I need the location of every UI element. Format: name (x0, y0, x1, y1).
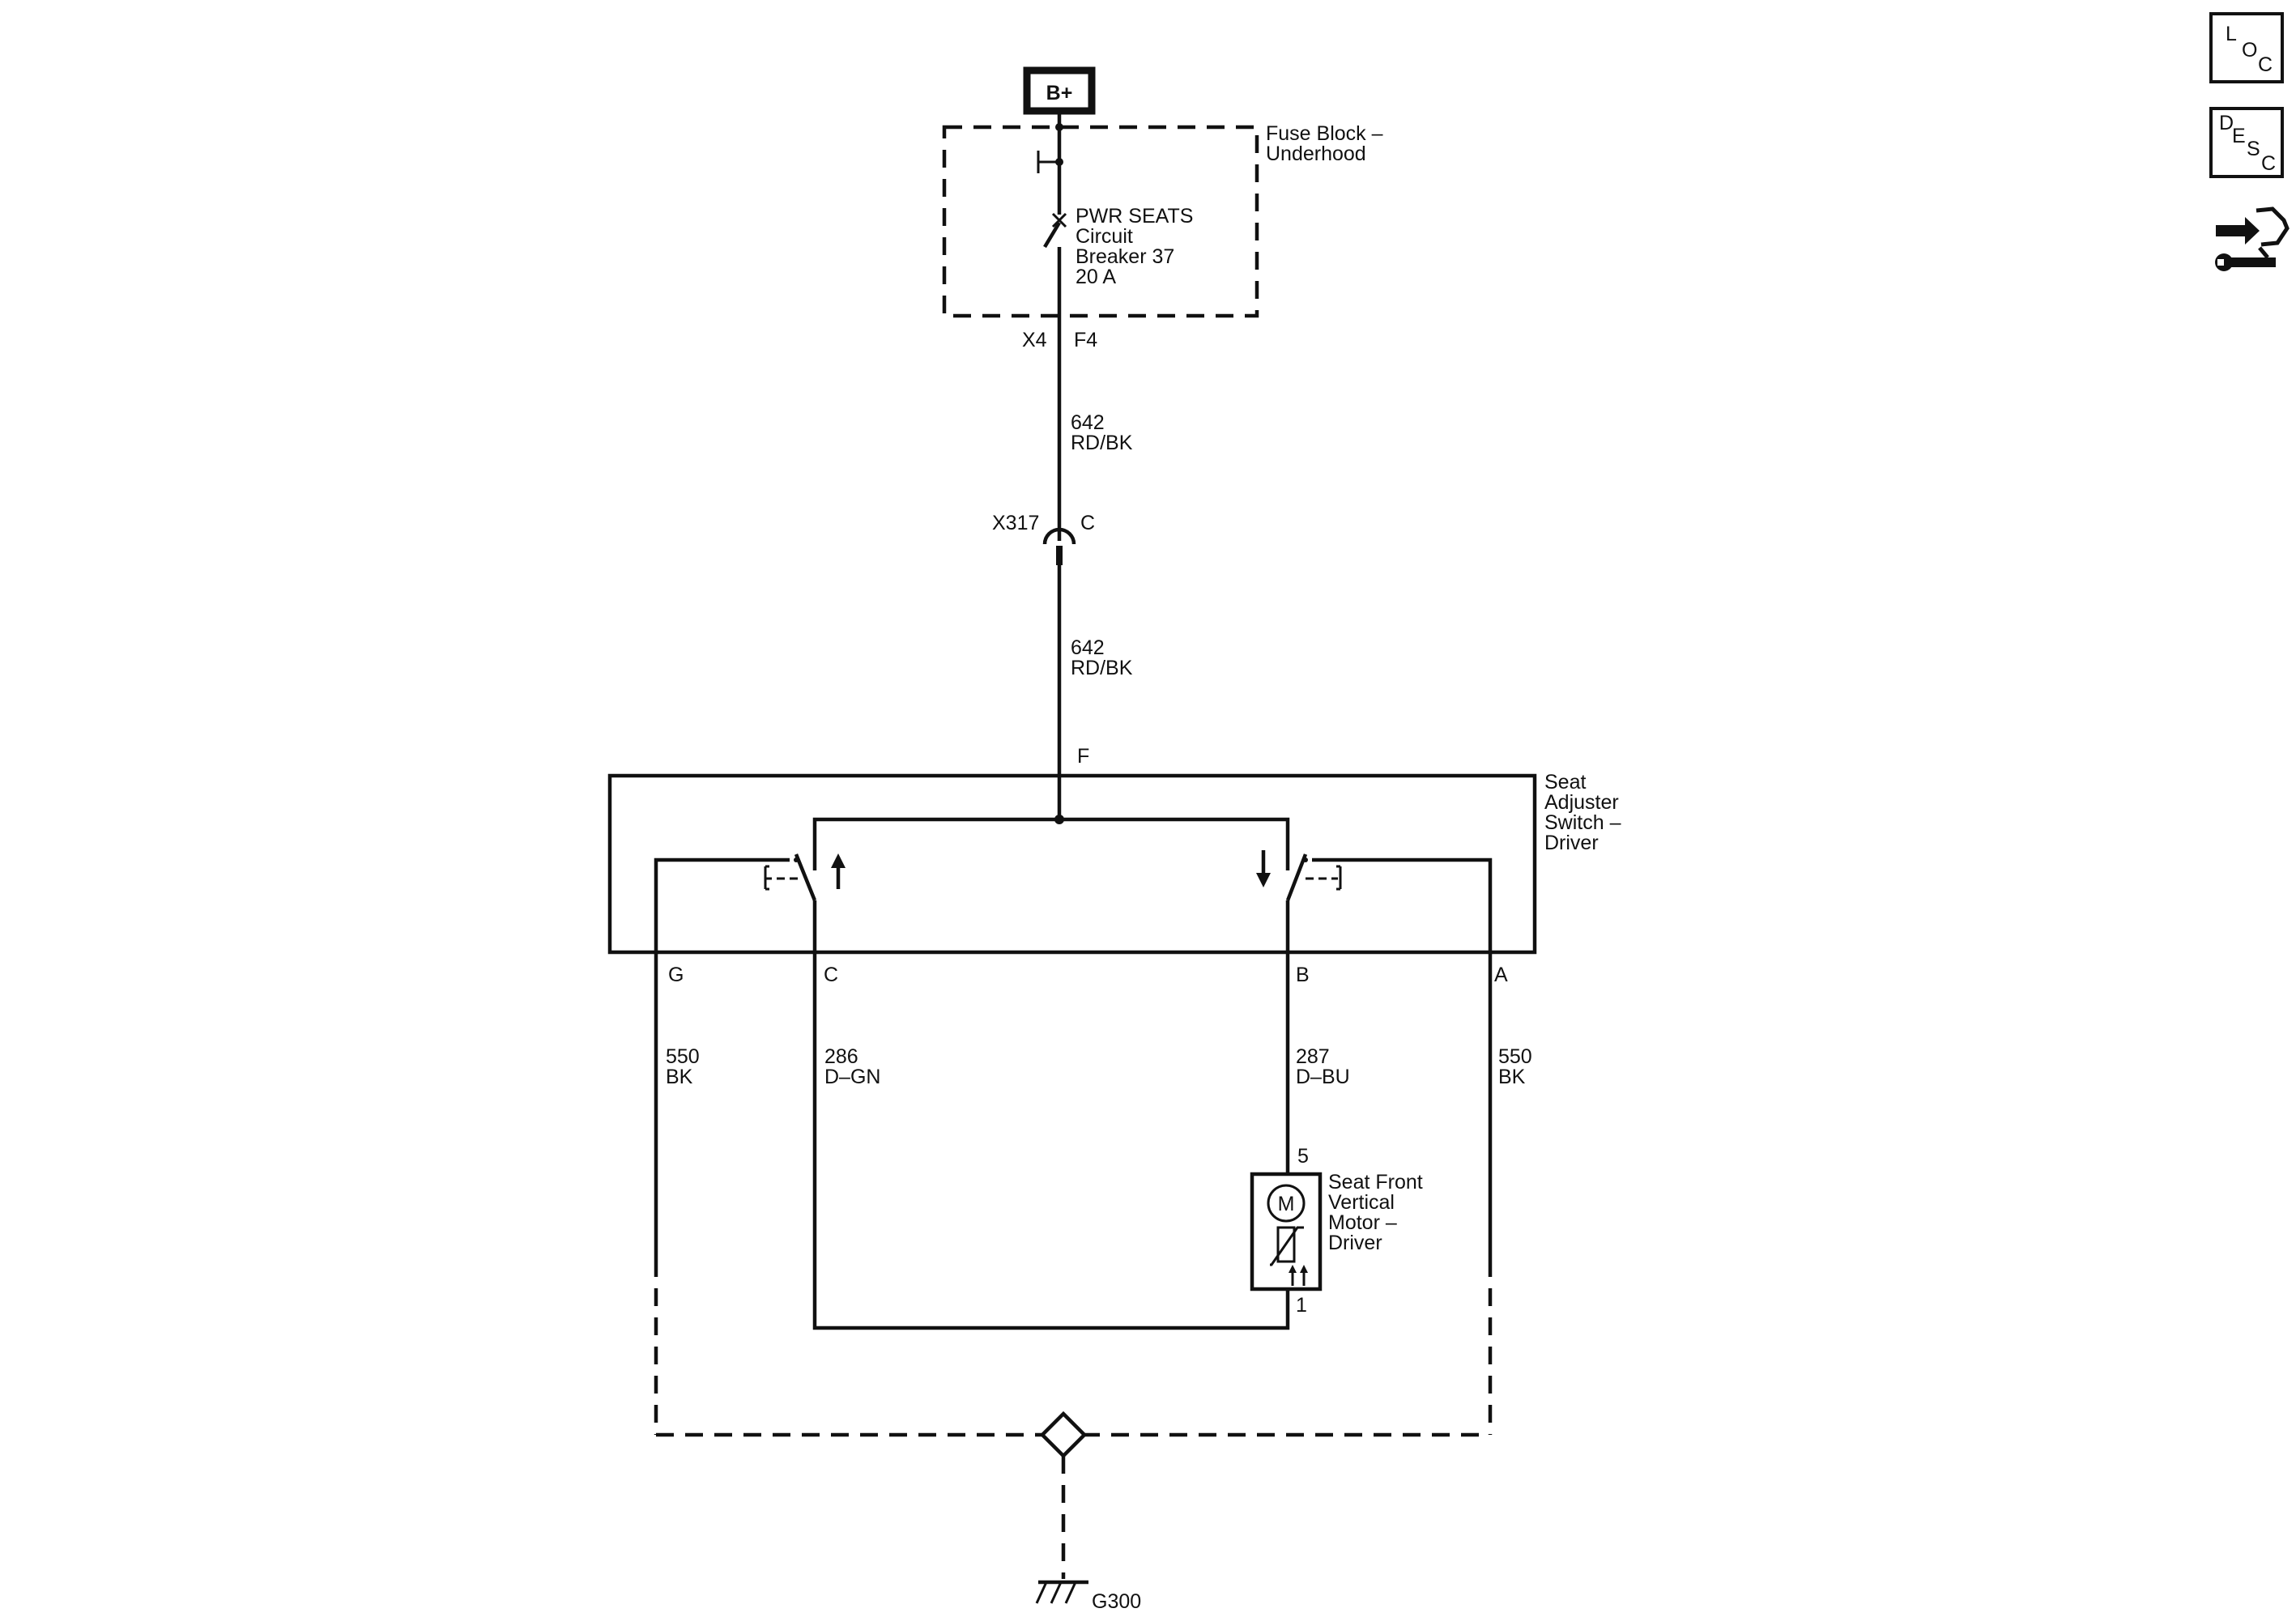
switch-pin-in: F (1077, 745, 1089, 768)
ground-network: G300 (656, 1411, 1490, 1613)
breaker-label-line3: Breaker 37 (1076, 245, 1174, 268)
breaker-label-line1: PWR SEATS (1076, 205, 1193, 228)
bus-tab-icon (1037, 151, 1059, 173)
loc-letter-l: L (2226, 23, 2237, 45)
wire-b-circuit: 287 (1296, 1045, 1330, 1068)
diagnostic-connector-button[interactable] (2209, 201, 2290, 282)
motor-pin-bottom: 1 (1296, 1294, 1307, 1317)
description-button[interactable]: D E S C (2209, 107, 2284, 178)
switch-title-line3: Switch – (1544, 811, 1621, 834)
wire-g-color: BK (666, 1066, 693, 1088)
motor-title-line4: Driver (1328, 1232, 1382, 1254)
fuse-block-title-line1: Fuse Block – (1266, 122, 1383, 145)
loc-letter-o: O (2242, 39, 2257, 62)
motor-pin-top: 5 (1297, 1145, 1309, 1168)
wire-a-circuit: 550 (1498, 1045, 1532, 1068)
desc-letter-e: E (2232, 125, 2246, 147)
breaker-label-line4: 20 A (1076, 266, 1116, 288)
fuse-block-title-line2: Underhood (1266, 143, 1366, 165)
wire-lower-color: RD/BK (1071, 657, 1133, 679)
battery-positive-label: B+ (1046, 82, 1073, 104)
ptc-thermistor-icon (1270, 1226, 1304, 1266)
desc-letter-d: D (2219, 112, 2234, 134)
fuse-block-underhood: Fuse Block – Underhood PWR SEATS Circuit… (942, 111, 1383, 318)
fuse-block-connector-label: X4 (1022, 329, 1047, 351)
battery-positive-source: B+ (1023, 66, 1096, 115)
down-arrow-icon (1256, 850, 1271, 887)
wire-b-color: D–BU (1296, 1066, 1350, 1088)
desc-letter-s: S (2247, 138, 2260, 160)
wire-g-circuit: 550 (666, 1045, 700, 1068)
motor-title-line3: Motor – (1328, 1211, 1397, 1234)
switch-pin-a: A (1494, 964, 1508, 986)
motor-symbol: M (1278, 1193, 1295, 1215)
wire-lower-circuit: 642 (1071, 636, 1105, 659)
seat-front-vertical-motor-driver: M 5 1 Seat Front Vertical Motor – Driver (1250, 1145, 1423, 1317)
temperature-arrows-icon (1289, 1265, 1308, 1286)
seat-adjuster-switch-driver: F Seat Adjuster Switch – Driver G (607, 745, 1621, 986)
ground-name: G300 (1092, 1590, 1141, 1613)
motor-title-line2: Vertical (1328, 1191, 1395, 1214)
wire-286-c (812, 952, 1290, 1330)
wire-upper-color: RD/BK (1071, 432, 1133, 454)
wire-a-color: BK (1498, 1066, 1526, 1088)
motor-title-line1: Seat Front (1328, 1171, 1423, 1194)
inline-connector-x317: X317 C (992, 512, 1095, 565)
switch-title-line4: Driver (1544, 832, 1599, 854)
up-arrow-icon (831, 853, 846, 889)
inline-connector-pin: C (1080, 512, 1095, 534)
wire-upper-circuit: 642 (1071, 411, 1105, 434)
circuit-breaker-icon (1043, 212, 1067, 316)
switch-title-line2: Adjuster (1544, 791, 1619, 814)
desc-letter-c: C (2261, 152, 2276, 175)
wire-c-color: D–GN (824, 1066, 880, 1088)
ground-symbol-icon (1035, 1580, 1088, 1604)
fuse-block-pin-label: F4 (1074, 329, 1097, 351)
breaker-label-line2: Circuit (1076, 225, 1133, 248)
splice-diamond-icon (1039, 1411, 1088, 1459)
location-button[interactable]: L O C (2209, 12, 2284, 83)
switch-pin-b: B (1296, 964, 1310, 986)
switch-title-line1: Seat (1544, 771, 1586, 794)
inline-connector-name: X317 (992, 512, 1039, 534)
connector-wrench-icon (2215, 206, 2290, 271)
switch-pin-g: G (668, 964, 684, 986)
loc-letter-c: C (2258, 53, 2273, 76)
switch-pin-c: C (824, 964, 838, 986)
wire-c-circuit: 286 (824, 1045, 858, 1068)
